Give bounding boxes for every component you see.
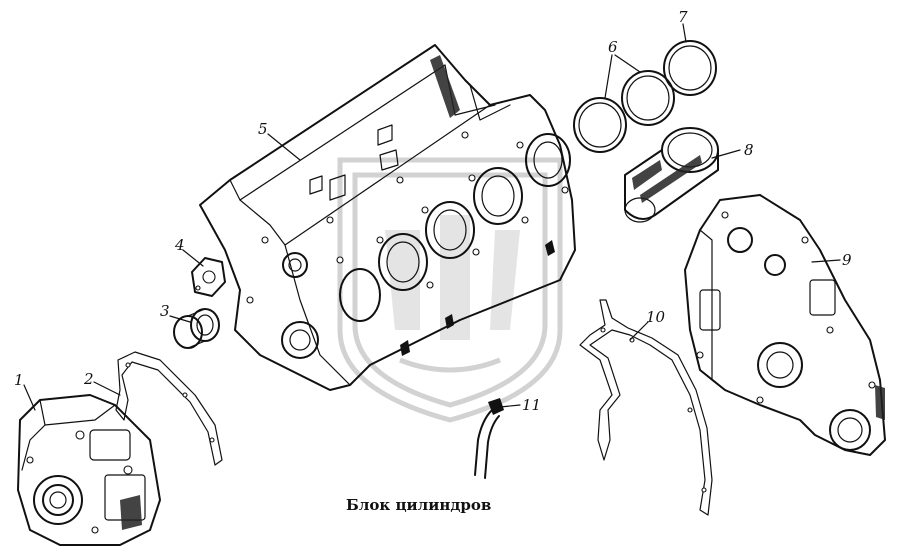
part-10-gasket (579, 299, 713, 516)
part-3-seal (173, 308, 220, 349)
callout-9: 9 (842, 251, 852, 269)
watermark-emblem (337, 157, 563, 423)
callout-5: 5 (258, 120, 268, 138)
part-8-liner (624, 127, 719, 223)
callout-labels: 1 2 3 4 5 6 7 8 9 10 11 (14, 8, 852, 414)
part-4-flange (191, 257, 226, 297)
part-6-rings (573, 70, 675, 153)
callout-4: 4 (174, 236, 185, 254)
callout-6: 6 (608, 38, 618, 56)
part-5-cylinder-block (199, 44, 576, 391)
part-7-ring (663, 40, 717, 96)
part-2-gasket (115, 351, 223, 466)
part-11-tube (474, 398, 504, 479)
callout-1: 1 (14, 371, 24, 389)
callout-2: 2 (83, 370, 94, 388)
callout-7: 7 (678, 8, 688, 26)
diagram-caption: Блок цилиндров (346, 496, 491, 514)
callout-3: 3 (160, 302, 170, 320)
leader-lines (23, 23, 841, 411)
callout-11: 11 (522, 396, 541, 414)
callout-10: 10 (646, 308, 666, 326)
part-1-front-housing (17, 394, 161, 546)
part-9-timing-housing (684, 194, 886, 456)
callout-8: 8 (744, 141, 754, 159)
